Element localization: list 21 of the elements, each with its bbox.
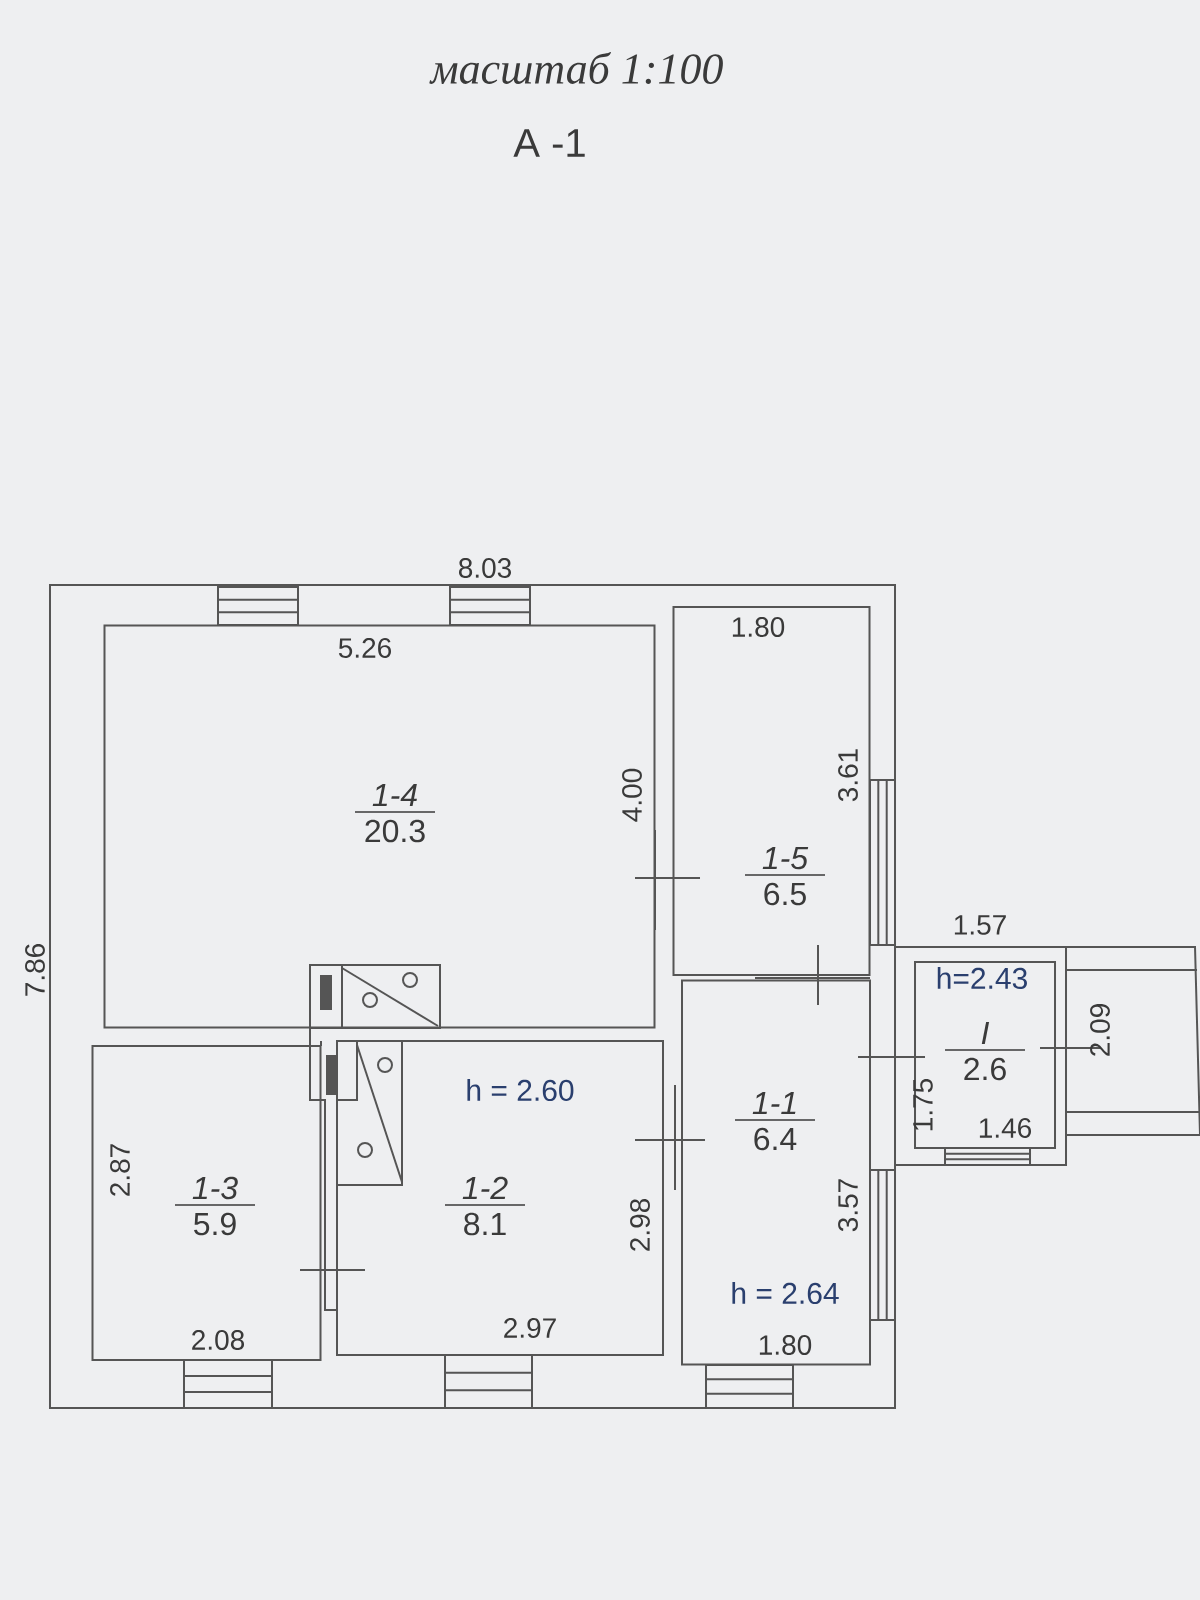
dimension-label: 2.08 — [192, 1330, 245, 1350]
dimension-label: 1.80 — [732, 617, 785, 637]
dimension-label: 1.80 — [759, 1335, 812, 1355]
dimension-label: 1.57 — [954, 915, 1006, 935]
dimension-label: 2.87 — [110, 1144, 130, 1196]
dimension-label: 4.00 — [622, 768, 642, 822]
height-label: h = 2.64 — [732, 1282, 839, 1304]
dimension-label: 8.03 — [459, 558, 511, 578]
height-label: h = 2.60 — [467, 1079, 574, 1101]
dimension-label: 3.57 — [838, 1179, 858, 1232]
dimension-label: 2.09 — [1090, 1004, 1110, 1056]
dimension-label: 5.26 — [338, 638, 391, 658]
scale-title: масштаб 1:100 — [429, 51, 723, 85]
dimension-label: 7.86 — [25, 944, 45, 996]
dimension-label: 2.97 — [504, 1318, 556, 1338]
dimension-label: 3.61 — [838, 749, 858, 802]
sheet-label: А -1 — [513, 129, 585, 157]
height-label: h=2.43 — [937, 967, 1027, 989]
dimension-label: 1.75 — [913, 1078, 933, 1131]
dimension-label: 1.46 — [979, 1118, 1031, 1138]
dimension-label: 2.98 — [630, 1199, 650, 1251]
